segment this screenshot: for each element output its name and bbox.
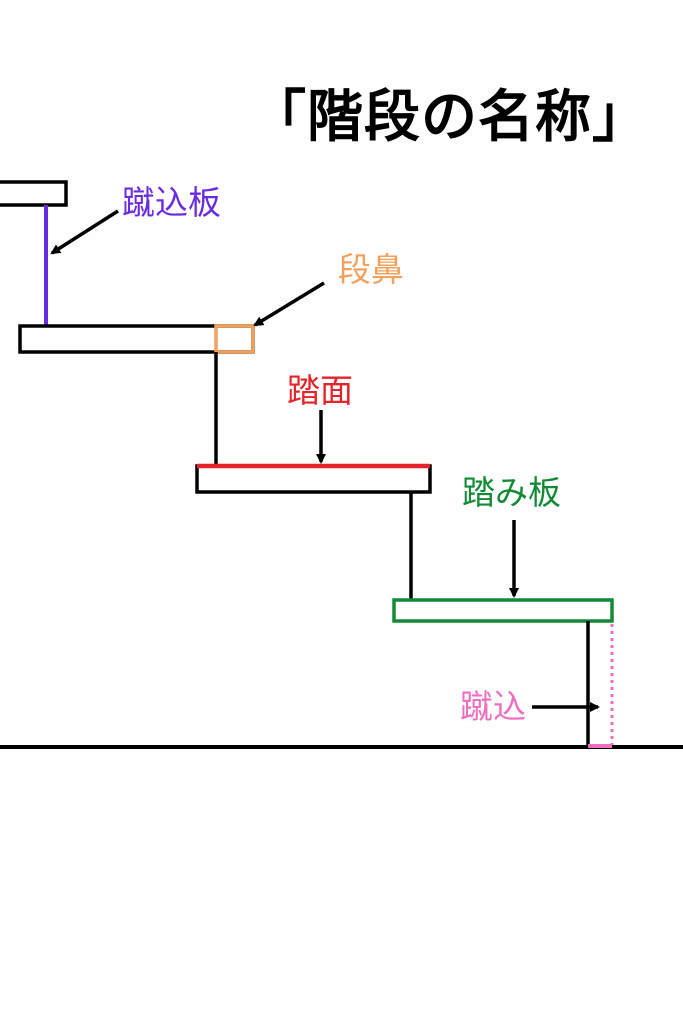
tread-2 (195, 464, 432, 494)
arrow-riser-board (50, 209, 119, 255)
diagram-title: 「階段の名称」 (250, 85, 649, 150)
nosing-box (214, 324, 255, 354)
label-tread-board: 踏み板 (462, 473, 561, 512)
arrow-nosing (253, 281, 325, 327)
label-kick-in: 蹴込 (460, 687, 526, 726)
tread-1 (18, 324, 255, 354)
label-nosing: 段鼻 (338, 250, 404, 289)
label-riser-board: 蹴込板 (122, 183, 221, 222)
label-tread-surface: 踏面 (287, 371, 353, 410)
tread-board-3 (392, 598, 614, 623)
tread-top (0, 180, 68, 207)
